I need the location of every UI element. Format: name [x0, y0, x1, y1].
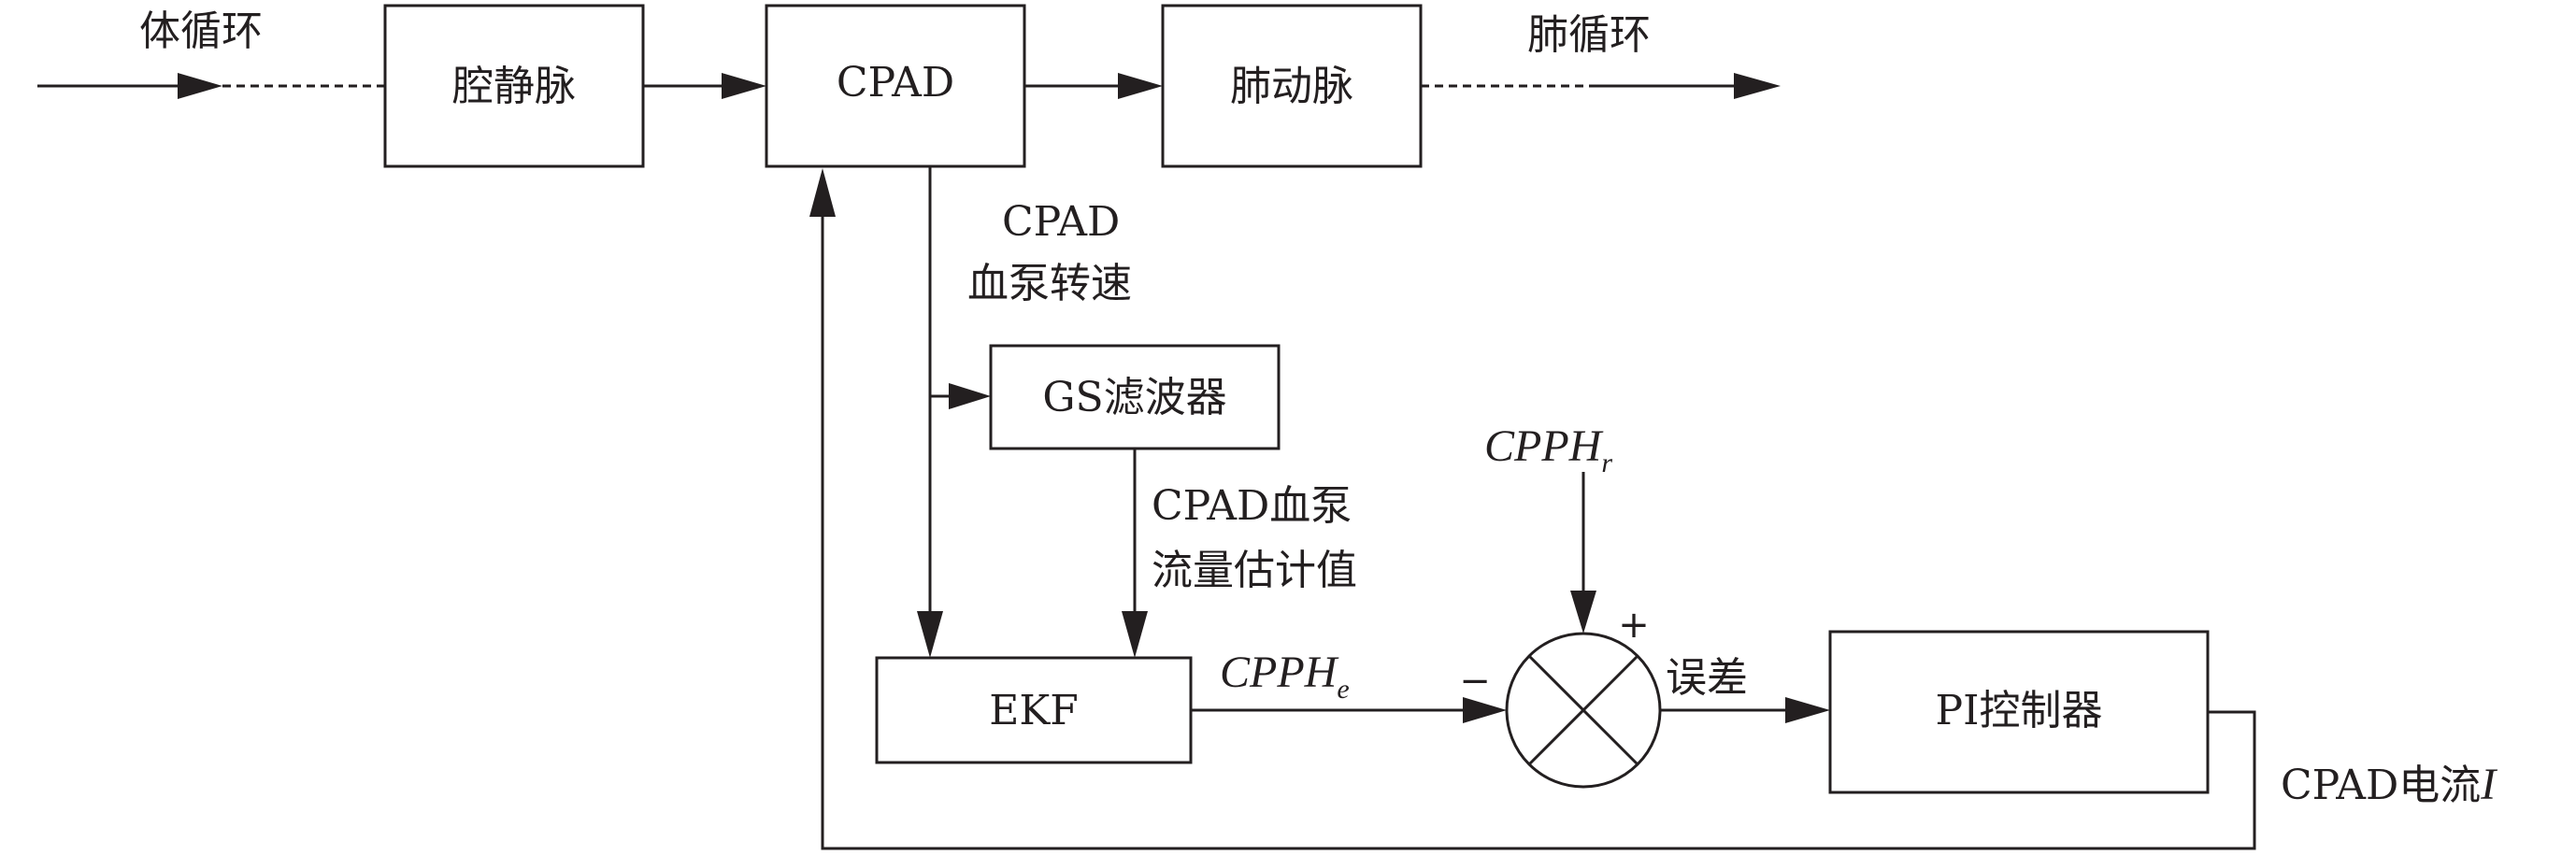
- error-label: 误差: [1666, 654, 1748, 702]
- cpad-label: CPAD: [837, 59, 954, 107]
- minus-sign: −: [1459, 660, 1491, 703]
- gs-filter-label: GS滤波器: [1042, 374, 1226, 421]
- flow-estimate-label-line2: 流量估计值: [1152, 547, 1357, 594]
- pulmonary-artery-block: 肺动脉: [1161, 4, 1423, 168]
- cpad-block: CPAD: [765, 4, 1026, 168]
- ekf-label: EKF: [989, 687, 1079, 734]
- cpph-r-signal: CPPHr +: [1484, 421, 1650, 647]
- cpad-current-feedback: CPAD电流I: [809, 168, 2497, 850]
- cpad-current-label: CPAD电流I: [2281, 760, 2497, 809]
- systemic-circulation-input: 体循环: [37, 7, 385, 99]
- error-signal: 误差: [1660, 654, 1830, 723]
- vena-cava-to-cpad-arrow: [643, 73, 766, 99]
- systemic-circulation-label: 体循环: [139, 7, 263, 55]
- cpph-r-label: CPPHr: [1484, 421, 1612, 478]
- pulmonary-artery-label: 肺动脉: [1230, 63, 1353, 110]
- arrowhead: [178, 73, 222, 99]
- vena-cava-label: 腔静脉: [452, 63, 576, 110]
- pump-speed-label-line1: CPAD: [1002, 198, 1120, 246]
- summing-junction: [1505, 632, 1662, 789]
- pulmonary-circulation-output: 肺循环: [1421, 11, 1781, 99]
- cpph-e-label: CPPHe: [1220, 648, 1350, 705]
- vena-cava-block: 腔静脉: [383, 4, 645, 168]
- cpph-e-signal: CPPHe −: [1191, 648, 1507, 723]
- arrowhead: [1734, 73, 1781, 99]
- flow-estimate-signal: CPAD血泵 流量估计值: [1122, 449, 1357, 658]
- pi-controller-label: PI控制器: [1936, 687, 2103, 734]
- pi-controller-block: PI控制器: [1828, 630, 2210, 794]
- cpad-to-pulmonary-artery-arrow: [1024, 73, 1163, 99]
- plus-sign: +: [1618, 604, 1650, 647]
- pulmonary-circulation-label: 肺循环: [1527, 11, 1651, 59]
- flow-estimate-label-line1: CPAD血泵: [1152, 482, 1352, 530]
- ekf-block: EKF: [875, 656, 1193, 764]
- pump-speed-label-line2: 血泵转速: [967, 260, 1132, 307]
- pump-speed-signal: CPAD 血泵转速: [917, 166, 1132, 658]
- gs-filter-block: GS滤波器: [989, 344, 1281, 450]
